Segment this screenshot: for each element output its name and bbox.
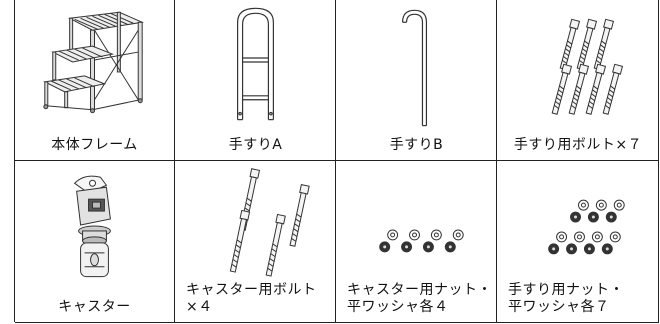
parts-list-table: 本体フレーム 手すりA [14, 0, 659, 323]
part-cell-caster: キャスター [15, 161, 175, 322]
step-stool-frame-illustration [43, 11, 144, 114]
caption-line: 平ワッシャ各４ [347, 299, 449, 315]
handrail-bolts-illustration [551, 18, 624, 115]
handrail-a-illustration [237, 7, 274, 121]
part-caption: キャスター [15, 299, 174, 316]
part-caption: キャスター用ボルト ×４ [176, 282, 335, 316]
part-caption: 手すり用ナット・ 平ワッシャ各７ [498, 282, 658, 316]
caption-line: 手すりB [389, 137, 444, 153]
part-cell-handrail-bolt: 手すり用ボルト×７ [498, 0, 659, 160]
caption-line: 手すり用ボルト×７ [513, 137, 643, 153]
caption-line: キャスター用ボルト [186, 282, 317, 298]
caption-line: ×４ [186, 299, 213, 315]
caster-illustration [73, 175, 111, 278]
part-caption: 手すり用ボルト×７ [498, 137, 658, 154]
part-caption: キャスター用ナット・ 平ワッシャ各４ [337, 282, 496, 316]
caption-line: 本体フレーム [51, 137, 138, 153]
caster-nuts-washers-illustration [379, 229, 464, 253]
part-caption: 手すりA [176, 137, 335, 154]
part-cell-handrail-nut-washer: 手すり用ナット・ 平ワッシャ各７ [498, 161, 659, 322]
handrail-b-illustration [401, 9, 428, 127]
part-cell-caster-nut-washer: キャスター用ナット・ 平ワッシャ各４ [337, 161, 497, 322]
parts-row-2: キャスター [15, 161, 659, 323]
caption-line: キャスター用ナット・ [347, 282, 492, 298]
parts-row-1: 本体フレーム 手すりA [15, 0, 659, 161]
handrail-nuts-washers-illustration [548, 199, 625, 255]
part-cell-handrail-b: 手すりB [337, 0, 497, 160]
part-cell-caster-bolt: キャスター用ボルト ×４ [176, 161, 336, 322]
caption-line: 平ワッシャ各７ [508, 299, 610, 315]
part-caption: 手すりB [337, 137, 496, 154]
caption-line: 手すり用ナット・ [508, 282, 624, 298]
caption-line: キャスター [58, 299, 131, 315]
part-cell-handrail-a: 手すりA [176, 0, 336, 160]
part-cell-body-frame: 本体フレーム [15, 0, 175, 160]
caption-line: 手すりA [228, 137, 283, 153]
caster-bolts-illustration [229, 168, 310, 277]
part-caption: 本体フレーム [15, 137, 174, 154]
